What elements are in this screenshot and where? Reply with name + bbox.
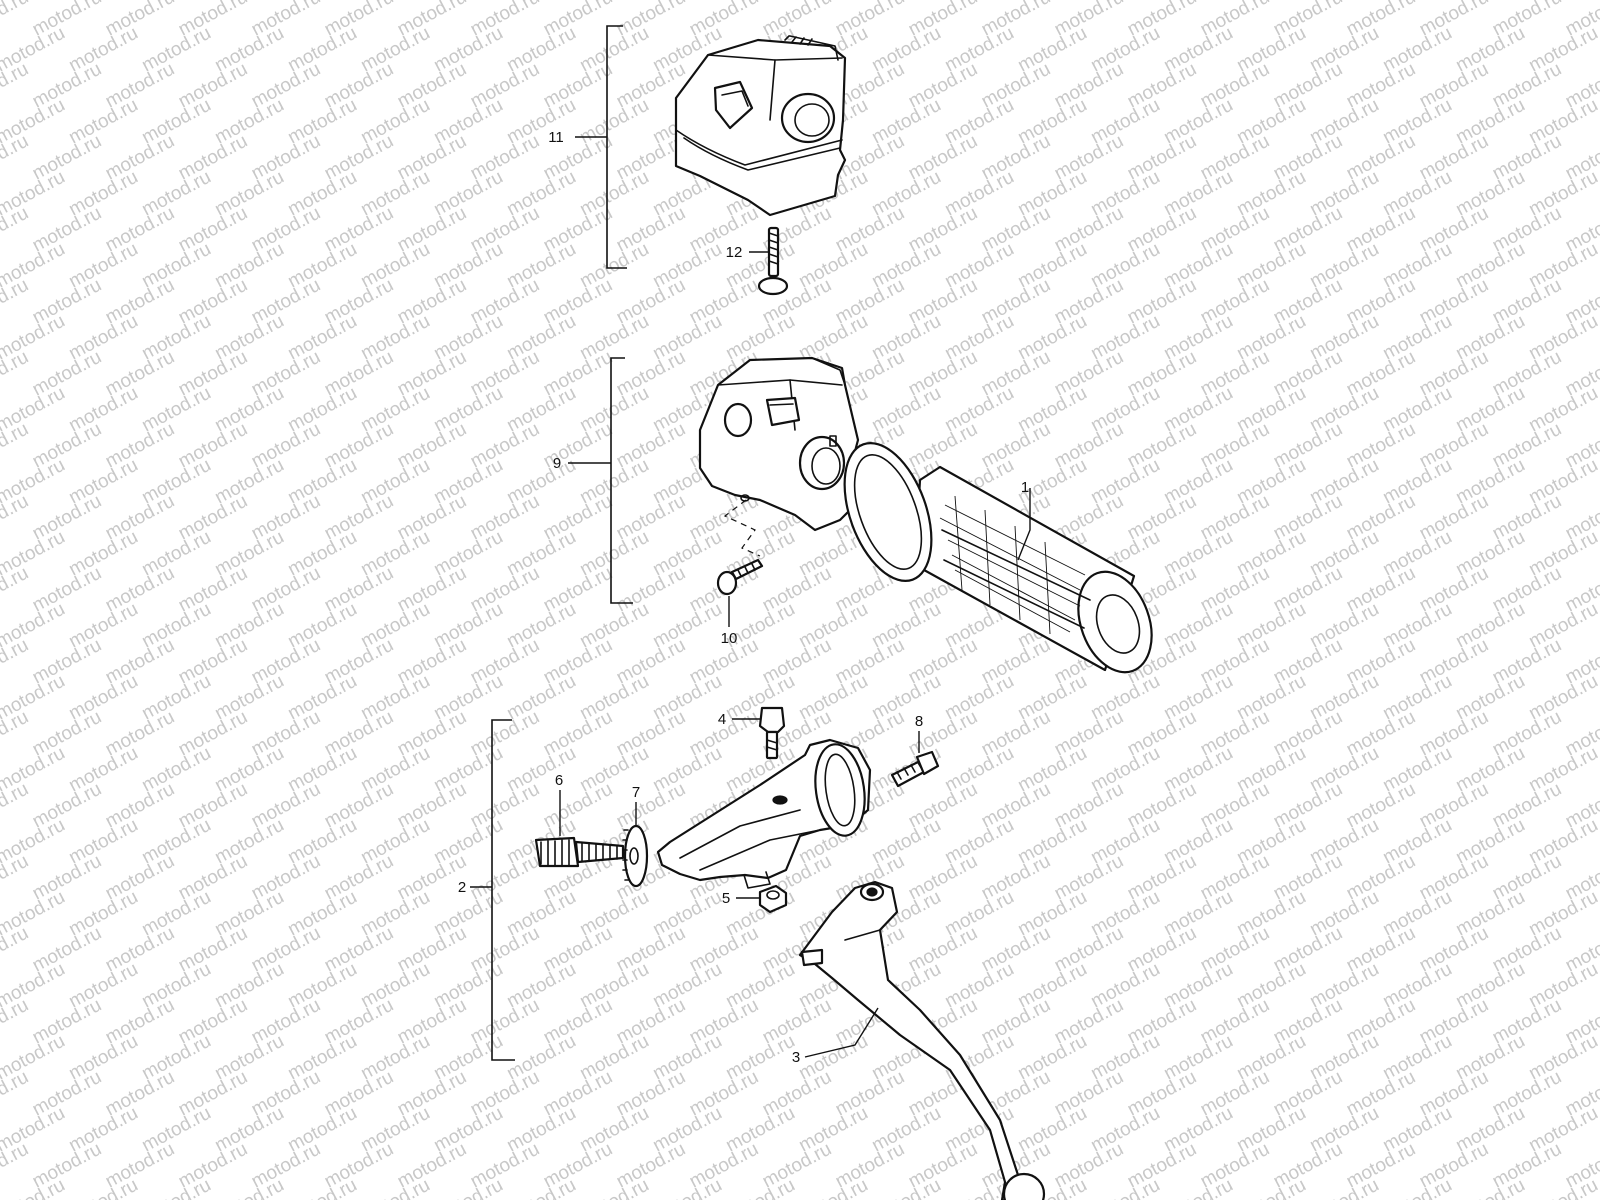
bracket-9 [568, 357, 633, 604]
part-3-lever[interactable] [798, 880, 1046, 1200]
callout-6: 6 [555, 772, 563, 789]
part-11-upper-switch-housing[interactable] [674, 35, 847, 217]
part-5-nut[interactable] [736, 884, 788, 914]
callout-7: 7 [632, 784, 640, 801]
part-10-screw[interactable] [716, 499, 764, 627]
callout-labels: 1 2 3 4 5 6 7 8 9 10 11 12 [458, 129, 1029, 1066]
part-4-bolt[interactable] [732, 706, 786, 760]
part-7-lock-nut[interactable] [622, 802, 649, 888]
part-9-lower-switch-housing[interactable] [698, 356, 860, 532]
callout-10: 10 [721, 630, 738, 647]
callout-2: 2 [458, 879, 466, 896]
callout-4: 4 [718, 711, 726, 728]
part-bracket-body[interactable] [656, 738, 872, 889]
callout-11: 11 [548, 129, 564, 146]
callout-12: 12 [726, 244, 743, 261]
callout-9: 9 [553, 455, 561, 472]
callout-8: 8 [915, 713, 923, 730]
watermark-text: motod.ru [0, 0, 32, 40]
part-12-screw[interactable] [749, 226, 789, 296]
callout-1: 1 [1021, 479, 1029, 496]
callout-3: 3 [792, 1049, 800, 1066]
part-6-adjuster-bolt[interactable] [534, 790, 625, 868]
callout-5: 5 [722, 890, 730, 907]
bracket-2 [470, 719, 515, 1061]
part-8-bolt[interactable] [890, 731, 940, 788]
bracket-11 [575, 25, 627, 269]
part-1-handle-grip[interactable] [828, 431, 1165, 682]
watermark-text: motod.ru [1525, 1175, 1600, 1200]
